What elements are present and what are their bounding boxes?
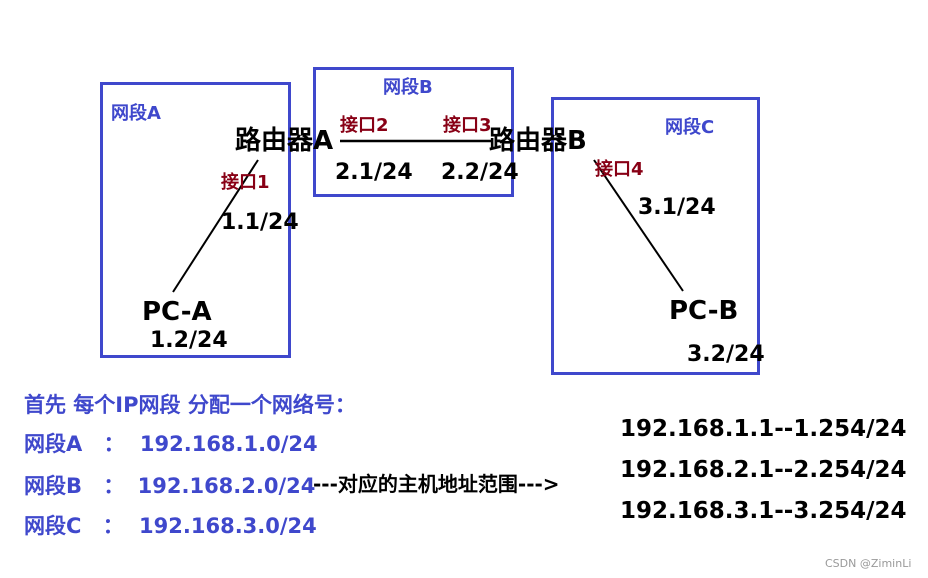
interface-1-label: 接口1: [221, 172, 270, 193]
address-interface-3: 2.2/24: [441, 160, 519, 185]
host-range-arrow-text: ---对应的主机地址范围--->: [313, 472, 560, 496]
router-b-label: 路由器B: [489, 126, 587, 156]
router-a-label: 路由器A: [235, 126, 334, 156]
host-range-b: 192.168.2.1--2.254/24: [620, 457, 907, 483]
notes-heading: 首先 每个IP网段 分配一个网络号：: [24, 393, 356, 417]
address-pc-a: 1.2/24: [150, 328, 228, 353]
link-routerb-pcb: [593, 159, 684, 292]
network-row-sep: ：: [102, 514, 124, 538]
network-row-label: 网段C: [24, 514, 82, 538]
address-interface-2: 2.1/24: [335, 160, 413, 185]
network-row-b: 网段B ： 192.168.2.0/24: [24, 476, 315, 497]
segment-b-box: [313, 67, 514, 197]
network-row-label: 网段A: [24, 432, 83, 456]
network-row-c: 网段C ： 192.168.3.0/24: [24, 516, 317, 537]
network-row-sep: ：: [103, 432, 125, 456]
segment-c-box: [551, 97, 760, 375]
address-pc-b: 3.2/24: [687, 342, 765, 367]
host-range-a: 192.168.1.1--1.254/24: [620, 416, 907, 442]
segment-c-label: 网段C: [665, 117, 715, 138]
pc-b-label: PC-B: [669, 296, 739, 326]
network-row-value: 192.168.2.0/24: [137, 474, 316, 498]
link-pca-routera: [172, 159, 259, 293]
segment-a-box: [100, 82, 291, 358]
network-row-sep: ：: [103, 474, 125, 498]
pc-a-label: PC-A: [142, 297, 212, 327]
network-row-a: 网段A ： 192.168.1.0/24: [24, 434, 318, 455]
segment-a-label: 网段A: [111, 103, 161, 124]
segment-b-label: 网段B: [383, 77, 433, 98]
interface-3-label: 接口3: [443, 115, 492, 136]
network-row-value: 192.168.1.0/24: [139, 432, 318, 456]
network-row-label: 网段B: [24, 474, 83, 498]
interface-2-label: 接口2: [340, 115, 389, 136]
host-range-c: 192.168.3.1--3.254/24: [620, 498, 907, 524]
interface-4-label: 接口4: [595, 159, 644, 180]
network-row-value: 192.168.3.0/24: [139, 514, 317, 538]
address-interface-1: 1.1/24: [221, 210, 299, 235]
watermark: CSDN @ZiminLi: [825, 557, 912, 570]
address-interface-4: 3.1/24: [638, 195, 716, 220]
